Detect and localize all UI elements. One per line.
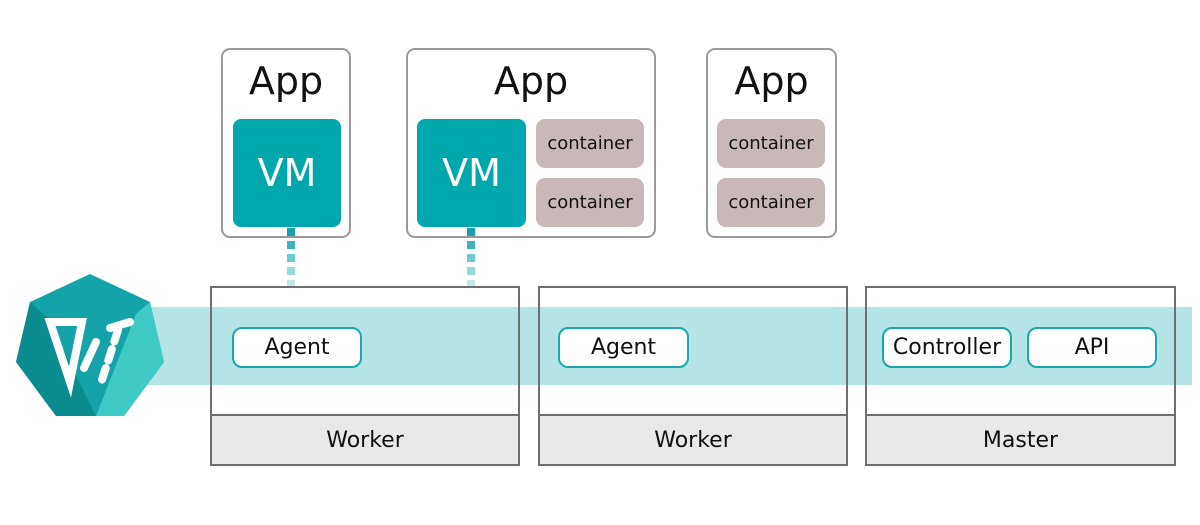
agent-component: Agent (558, 327, 689, 368)
vm-agent-link (467, 228, 475, 293)
worker-node-1: Agent Worker (210, 286, 520, 466)
container-box: container (536, 119, 644, 168)
node-label: Worker (540, 414, 846, 464)
app-title: App (493, 59, 569, 103)
container-box: container (717, 119, 825, 168)
container-box: container (536, 178, 644, 227)
vm-agent-link (287, 228, 295, 293)
vm-box: VM (233, 119, 341, 227)
controller-component: Controller (882, 327, 1012, 368)
app-title: App (248, 59, 324, 103)
api-component: API (1027, 327, 1157, 368)
app-box-2: App VM container container (406, 48, 656, 238)
agent-component: Agent (232, 327, 362, 368)
master-node: Controller API Master (865, 286, 1176, 466)
app-box-3: App container container (706, 48, 837, 238)
container-box: container (717, 178, 825, 227)
vm-box: VM (417, 119, 526, 227)
node-label: Worker (212, 414, 518, 464)
logo-icon (16, 274, 164, 416)
app-title: App (734, 59, 809, 103)
worker-node-2: Agent Worker (538, 286, 848, 466)
node-label: Master (867, 414, 1174, 464)
app-box-1: App VM (221, 48, 351, 238)
